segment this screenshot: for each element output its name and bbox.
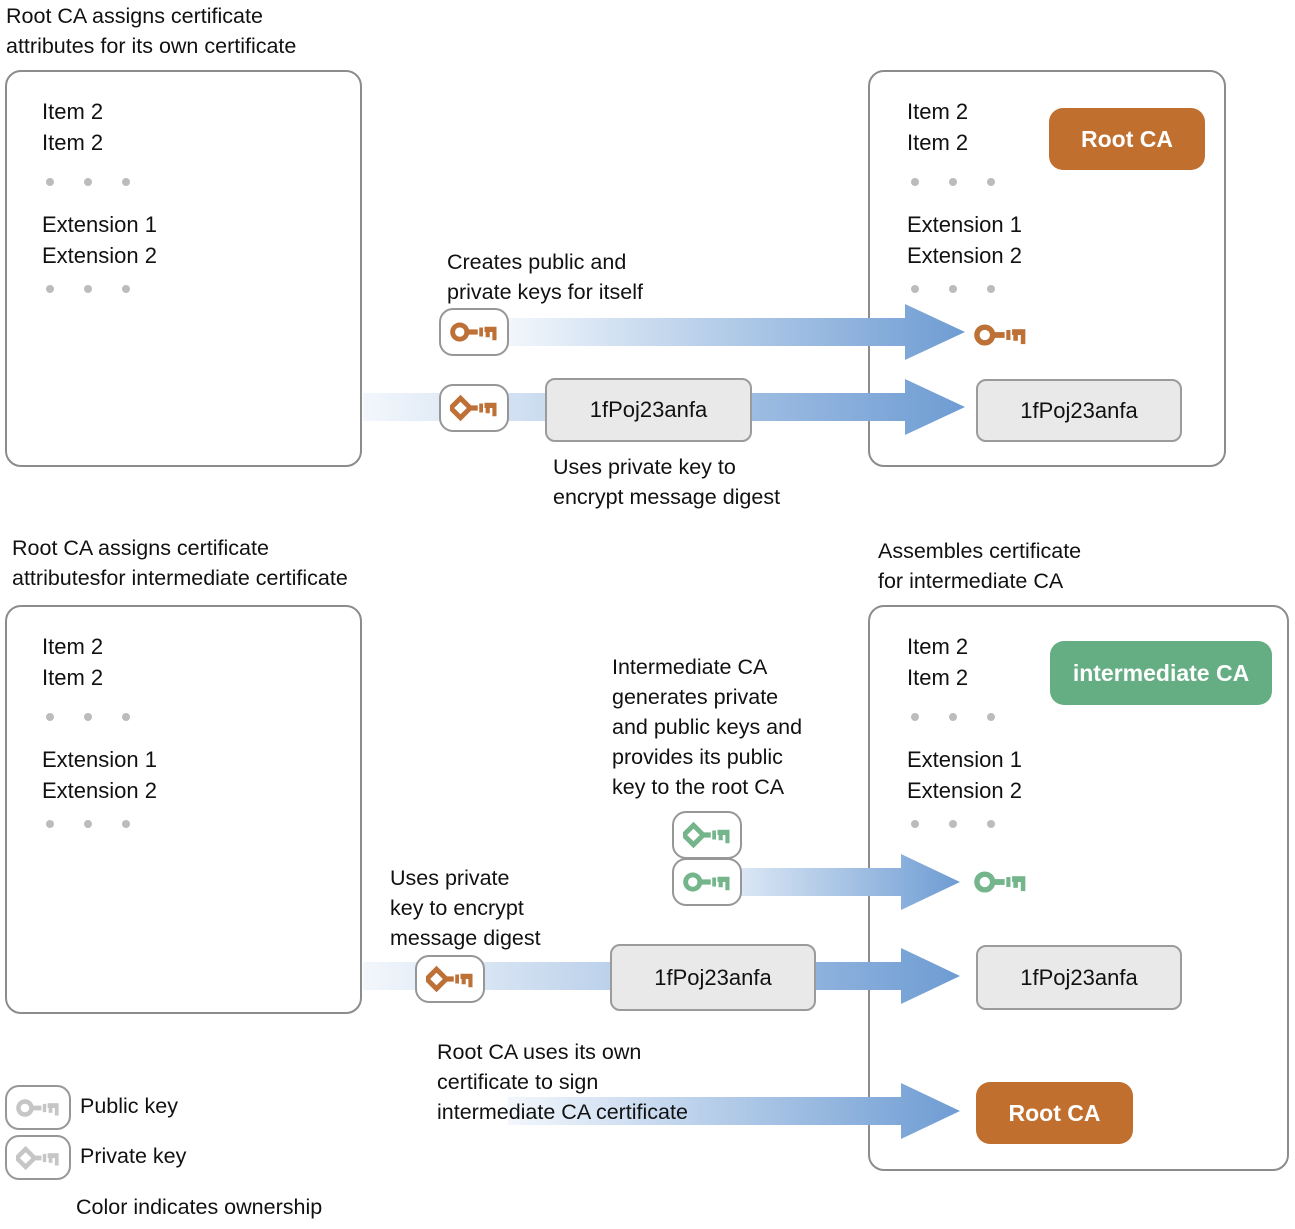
certificate-extensions: Extension 1 Extension 2 [42,212,157,268]
private-key-chip [415,955,485,1003]
bottom-section-title: Root CA assigns certificate attributesfo… [12,536,348,590]
public-key-chip [439,308,509,356]
public-key-chip [672,858,742,906]
ellipsis-dots [911,713,995,721]
creates-keys-caption: Creates public and private keys for itse… [447,250,643,304]
legend-public-key-chip [5,1085,71,1130]
private-key-chip [439,384,509,432]
ellipsis-dots [911,285,995,293]
certificate-items: Item 2 Item 2 [42,99,104,155]
certificate-extensions: Extension 1 Extension 2 [42,747,157,803]
legend-public-key-label: Public key [80,1094,178,1118]
root-ca-signer-badge: Root CA [976,1082,1133,1144]
uses-private-key-caption: Uses private key to encrypt message dige… [390,866,541,950]
root-ca-draft-certificate-box: Item 2 Item 2 Extension 1 Extension 2 [5,70,362,467]
ellipsis-dots [46,178,130,186]
public-key-icon [683,867,731,897]
assembles-certificate-caption: Assembles certificate for intermediate C… [878,539,1082,593]
root-ca-final-certificate-box: Item 2 Item 2 Root CA Extension 1 Extens… [868,70,1226,467]
ellipsis-dots [911,820,995,828]
public-key-icon [974,318,1027,352]
certificate-extensions: Extension 1 Extension 2 [907,212,1022,268]
ellipsis-dots [46,820,130,828]
signature-box: 1fPoj23anfa [545,378,752,442]
private-key-icon [16,1144,60,1172]
certificate-items: Item 2 Item 2 [907,99,969,155]
public-key-icon [974,865,1027,899]
top-section-title: Root CA assigns certificate attributes f… [6,4,297,58]
intermediate-draft-certificate-box: Item 2 Item 2 Extension 1 Extension 2 [5,605,362,1014]
ellipsis-dots [46,713,130,721]
uses-private-key-caption: Uses private key to encrypt message dige… [553,455,781,509]
public-key-icon [450,317,498,347]
intermediate-ca-badge: intermediate CA [1050,641,1272,705]
legend-ownership-note: Color indicates ownership [76,1195,323,1219]
signature-box: 1fPoj23anfa [976,945,1182,1010]
legend-private-key-label: Private key [80,1144,187,1168]
certificate-items: Item 2 Item 2 [42,634,104,690]
certificate-items: Item 2 Item 2 [907,634,969,690]
intermediate-final-certificate-box: Item 2 Item 2 intermediate CA Extension … [868,605,1289,1171]
private-key-icon [450,393,498,423]
private-key-icon [683,820,731,850]
legend-private-key-chip [5,1135,71,1180]
signature-box: 1fPoj23anfa [610,944,816,1011]
intermediate-generates-caption: Intermediate CA generates private and pu… [612,655,803,799]
ellipsis-dots [911,178,995,186]
private-key-icon [426,964,474,994]
certificate-extensions: Extension 1 Extension 2 [907,747,1022,803]
root-signs-caption: Root CA uses its own certificate to sign… [437,1040,688,1124]
public-key-icon [16,1094,60,1122]
ellipsis-dots [46,285,130,293]
root-ca-badge: Root CA [1049,108,1205,170]
signature-box: 1fPoj23anfa [976,379,1182,442]
private-key-chip [672,811,742,859]
